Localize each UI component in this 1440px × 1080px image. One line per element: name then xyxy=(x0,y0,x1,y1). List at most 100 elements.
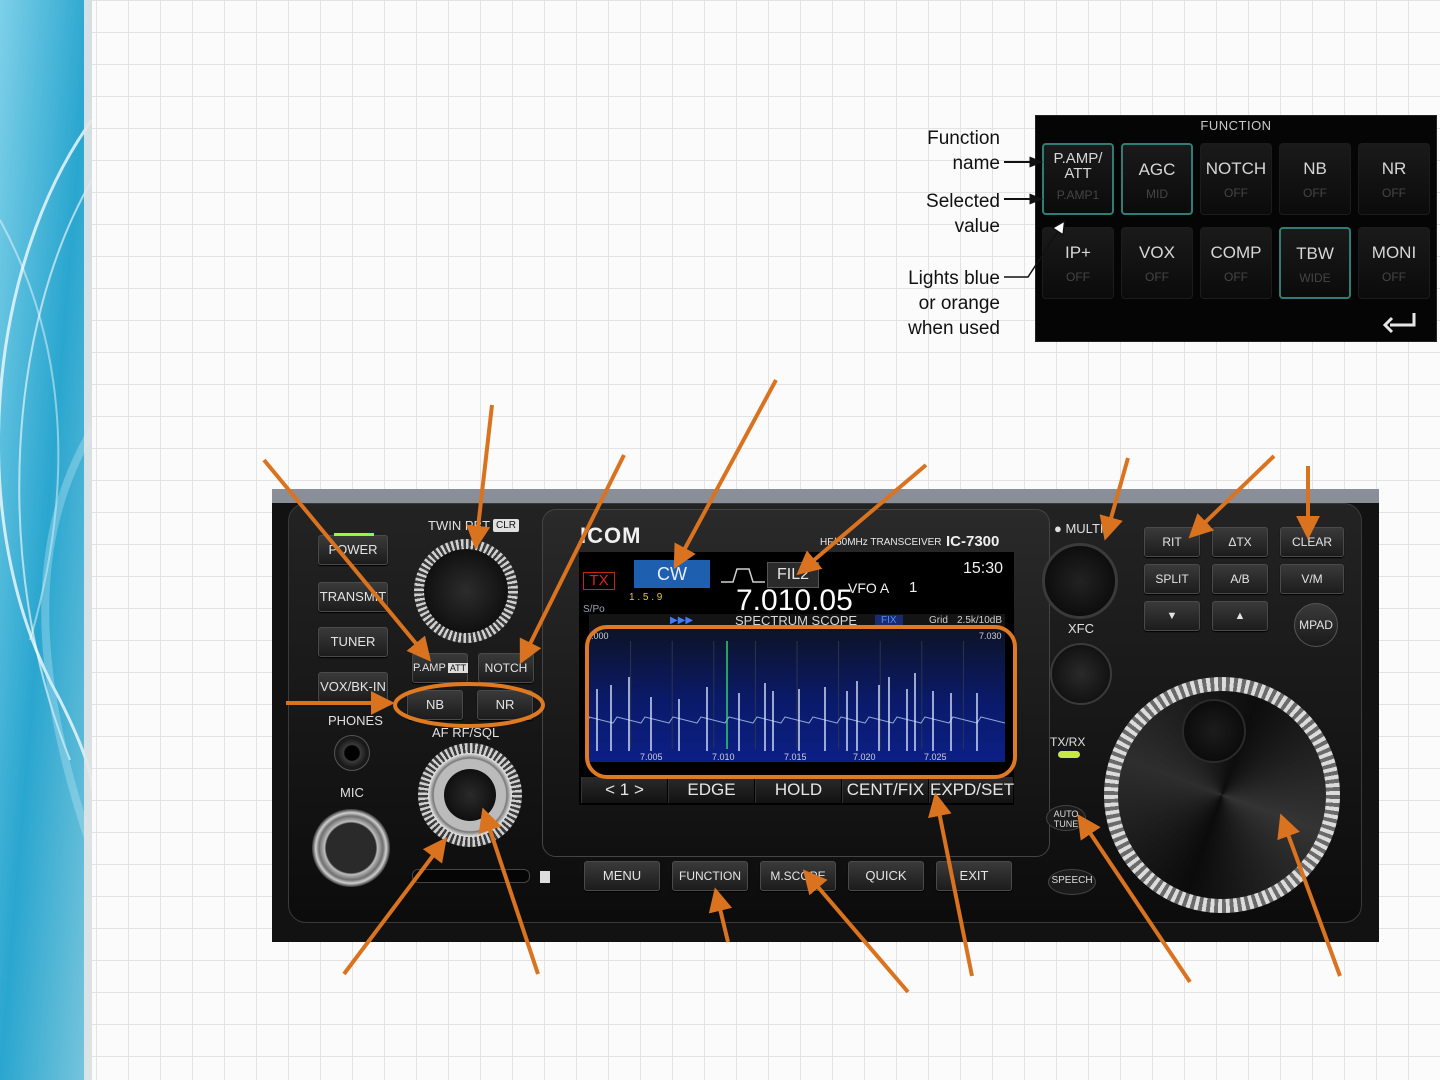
softkey-hold[interactable]: HOLD xyxy=(755,777,841,803)
touchscreen-display[interactable]: TX CW FIL2 15:30 VFO A 1 1 . 5 . 9 S/Po … xyxy=(579,552,1014,805)
mscope-button[interactable]: M.SCOPE xyxy=(760,861,836,891)
function-button-value: OFF xyxy=(1382,270,1406,284)
down-button[interactable]: ▼ xyxy=(1144,601,1200,631)
function-button-ip+[interactable]: IP+OFF xyxy=(1042,227,1114,299)
vm-button[interactable]: V/M xyxy=(1280,564,1344,594)
function-button-name: VOX xyxy=(1139,243,1175,262)
vox-bkin-button[interactable]: VOX/BK-IN xyxy=(318,672,388,702)
scope-tick-7010: 7.010 xyxy=(712,752,735,762)
scope-title: SPECTRUM SCOPE xyxy=(735,613,858,628)
function-button-value: OFF xyxy=(1145,270,1169,284)
phones-jack[interactable] xyxy=(334,735,370,771)
split-button[interactable]: SPLIT xyxy=(1144,564,1200,594)
multi-knob[interactable] xyxy=(1042,543,1118,619)
softkey-cent-fix[interactable]: CENT/FIX xyxy=(842,777,928,803)
mpad-button[interactable]: MPAD xyxy=(1294,603,1338,647)
af-rfsql-label: AF RF/SQL xyxy=(432,725,500,740)
scope-tick-7025: 7.025 xyxy=(924,752,947,762)
memory-channel: 1 xyxy=(909,579,918,596)
softkey-edge[interactable]: EDGE xyxy=(668,777,754,803)
att-label: ATT xyxy=(447,663,469,673)
mic-connector[interactable] xyxy=(312,809,390,887)
function-button-name: P.AMP/ATT xyxy=(1053,150,1103,182)
scope-play-icon: ▶▶▶ xyxy=(670,615,694,626)
sd-card-slot[interactable] xyxy=(412,869,530,883)
scope-left-frequency: .000 xyxy=(591,631,609,641)
function-button-name: NOTCH xyxy=(1205,159,1267,178)
decorative-side-band xyxy=(0,0,92,1080)
function-button-name: NB xyxy=(1303,159,1327,178)
mic-label: MIC xyxy=(340,785,364,800)
function-button-name: COMP xyxy=(1210,243,1262,262)
nr-button[interactable]: NR xyxy=(477,690,533,720)
speech-button[interactable]: SPEECH xyxy=(1048,869,1096,895)
power-button[interactable]: POWER xyxy=(318,535,388,565)
function-button-value: OFF xyxy=(1382,186,1406,200)
scope-tick-7005: 7.005 xyxy=(640,752,663,762)
scope-right-frequency: 7.030 xyxy=(979,631,1002,641)
function-button-nb[interactable]: NB OFF xyxy=(1279,143,1351,215)
power-indicator xyxy=(334,533,374,536)
main-dial-finger-spinner[interactable] xyxy=(1182,699,1246,763)
scope-tick-7020: 7.020 xyxy=(853,752,876,762)
txrx-label: TX/RX xyxy=(1050,735,1086,749)
tuner-button[interactable]: TUNER xyxy=(318,627,388,657)
function-button-name: AGC xyxy=(1138,160,1176,179)
function-button-vox[interactable]: VOX OFF xyxy=(1121,227,1193,299)
transmit-button[interactable]: TRANSMIT xyxy=(318,582,388,612)
model-description: HF/50MHz TRANSCEIVER xyxy=(820,537,942,548)
twin-pbt-label: TWIN PBT xyxy=(428,518,491,533)
meter-scale: 1 . 5 . 9 xyxy=(629,592,663,603)
function-button-name: IP+ xyxy=(1065,243,1091,262)
up-button[interactable]: ▲ xyxy=(1212,601,1268,631)
exit-button[interactable]: EXIT xyxy=(936,861,1012,891)
txrx-indicator xyxy=(1058,751,1080,758)
return-arrow-icon[interactable] xyxy=(1376,307,1426,335)
notch-button[interactable]: NOTCH xyxy=(478,653,534,683)
delta-tx-button[interactable]: ΔTX xyxy=(1212,527,1268,557)
function-button-agc[interactable]: AGC MID xyxy=(1121,143,1193,215)
function-button-value: OFF xyxy=(1303,186,1327,200)
mode-cw-button[interactable]: CW xyxy=(634,560,710,588)
function-button-value: MID xyxy=(1146,187,1168,201)
scope-span-label: 2.5k/10dB xyxy=(957,615,1003,626)
softkey-page[interactable]: < 1 > xyxy=(581,777,667,803)
function-button-value: WIDE xyxy=(1299,271,1331,285)
clear-button[interactable]: CLEAR xyxy=(1280,527,1344,557)
pamp-label: P.AMP xyxy=(413,662,446,674)
scope-tick-7015: 7.015 xyxy=(784,752,807,762)
nb-button[interactable]: NB xyxy=(407,690,463,720)
ab-button[interactable]: A/B xyxy=(1212,564,1268,594)
wave-decoration-graphic xyxy=(0,0,92,1080)
menu-button[interactable]: MENU xyxy=(584,861,660,891)
function-button-name: MONI xyxy=(1371,243,1417,262)
rit-button[interactable]: RIT xyxy=(1144,527,1200,557)
phones-label: PHONES xyxy=(328,713,383,728)
spectrum-scope[interactable] xyxy=(588,627,1006,762)
quick-button[interactable]: QUICK xyxy=(848,861,924,891)
function-button[interactable]: FUNCTION xyxy=(672,861,748,891)
af-rf-inner-knob[interactable] xyxy=(444,769,496,821)
frequency-readout: 7.010.05 xyxy=(736,584,853,617)
model-name: IC-7300 xyxy=(946,533,1000,550)
twin-pbt-knob[interactable] xyxy=(424,549,508,633)
xfc-button[interactable] xyxy=(1050,643,1112,705)
softkey-expd-set[interactable]: EXPD/SET xyxy=(929,777,1014,803)
triangle-up-icon: ▲ xyxy=(1234,610,1246,622)
top-rim xyxy=(272,489,1379,503)
triangle-down-icon: ▼ xyxy=(1166,610,1178,622)
clr-label: CLR xyxy=(493,519,520,532)
function-button-moni[interactable]: MONI OFF xyxy=(1358,227,1430,299)
